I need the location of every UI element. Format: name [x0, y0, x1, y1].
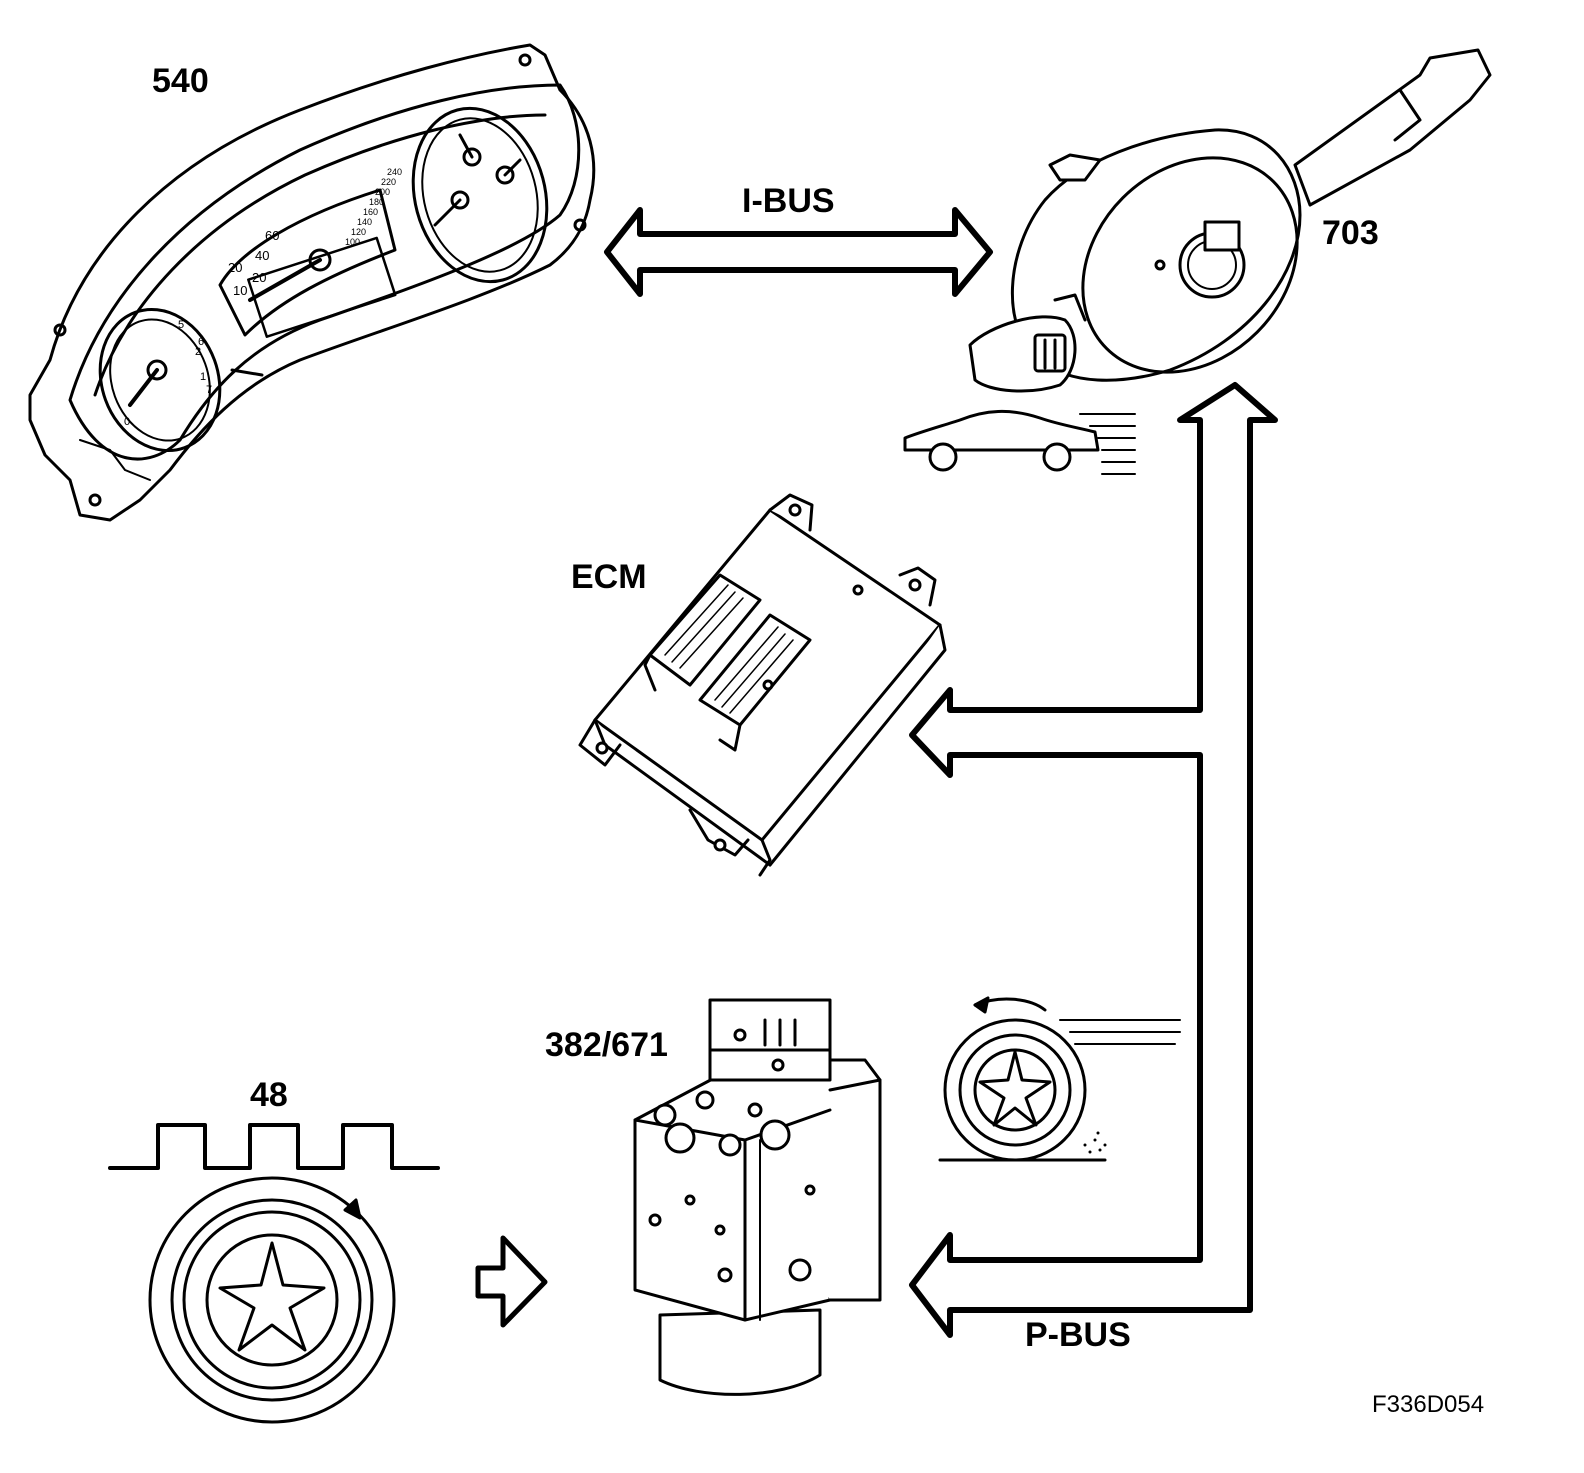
tacho-mark: 6 — [198, 336, 204, 348]
steering-module-icon — [968, 48, 1492, 393]
sensor-wheel-icon — [148, 1176, 396, 1424]
wheel-speed-sensor-icon — [108, 1123, 440, 1170]
wheel-sensor-label: 48 — [250, 1076, 288, 1114]
speedo-mark: 60 — [265, 228, 279, 243]
i-bus-label: I-BUS — [742, 182, 835, 220]
outer-scale-mark: 100 — [345, 237, 360, 247]
speedo-mark: 20 — [252, 270, 266, 285]
figure-code: F336D054 — [1372, 1391, 1485, 1418]
outer-scale-mark: 200 — [375, 187, 390, 197]
moving-car-icon — [903, 410, 1136, 475]
signal-arrow — [475, 1235, 548, 1328]
outer-scale-mark: 140 — [357, 217, 372, 227]
steering-module-label: 703 — [1322, 214, 1379, 252]
i-bus-arrow — [604, 207, 993, 297]
abs-unit-label: 382/671 — [545, 1026, 668, 1064]
outer-scale-mark: 240 — [387, 167, 402, 177]
wheel-slip-icon — [938, 996, 1181, 1162]
tacho-mark: 5 — [178, 319, 184, 331]
instrument-cluster-label: 540 — [152, 62, 209, 100]
speedo-mark: 10 — [233, 283, 247, 298]
tacho-mark: 1 — [200, 371, 206, 383]
abs-unit-icon — [633, 998, 882, 1396]
speedo-mark: 20 — [228, 260, 242, 275]
p-bus-label: P-BUS — [1025, 1316, 1131, 1354]
tacho-mark: 7 — [206, 384, 212, 396]
instrument-cluster-icon — [28, 43, 596, 522]
outer-scale-mark: 160 — [363, 207, 378, 217]
p-bus-arrows — [909, 382, 1278, 1338]
outer-scale-mark: 220 — [381, 177, 396, 187]
outer-scale-mark: 180 — [369, 197, 384, 207]
tacho-mark: 0 — [124, 416, 130, 428]
ecm-icon — [578, 493, 947, 877]
ecm-label: ECM — [571, 558, 647, 596]
speedo-mark: 40 — [255, 248, 269, 263]
tacho-mark: 2 — [195, 346, 201, 358]
outer-scale-mark: 120 — [351, 227, 366, 237]
